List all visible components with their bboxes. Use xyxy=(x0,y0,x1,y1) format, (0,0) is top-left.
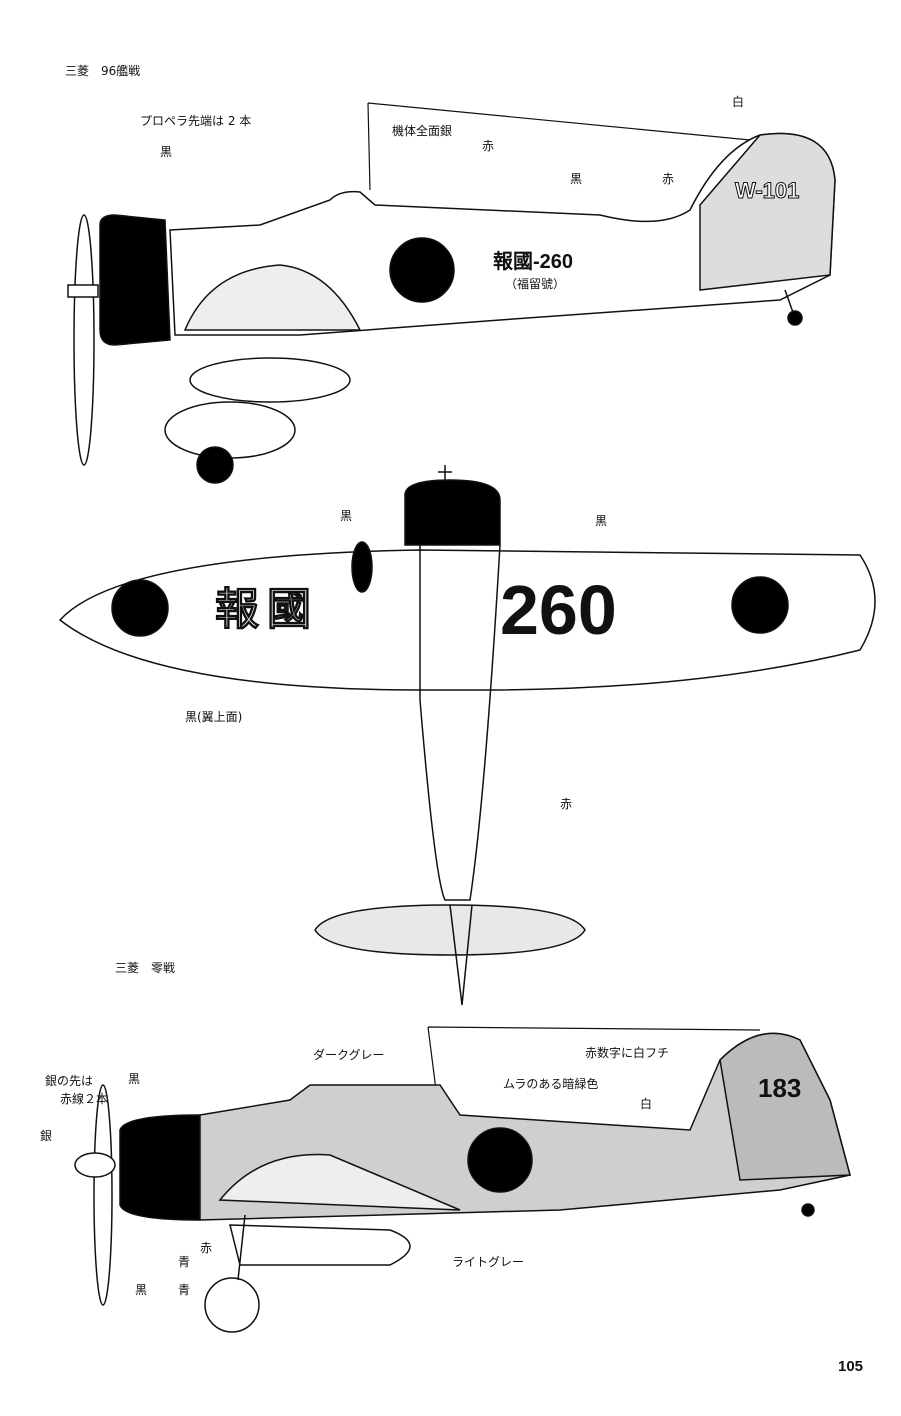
label-prop-tip: プロペラ先端は 2 本 xyxy=(140,114,252,128)
label-tail-white: 白 xyxy=(732,95,745,109)
hokoku-name: （福留號） xyxy=(505,277,566,291)
label-cowl-black: 黒 xyxy=(160,145,173,159)
page-number: 105 xyxy=(838,1358,864,1375)
a6m-side-view xyxy=(74,1026,851,1333)
label-silver-tip-2: 赤線２本 xyxy=(60,1092,109,1106)
label-white: 白 xyxy=(640,1097,653,1111)
label-band-red: 赤 xyxy=(482,139,495,153)
label-top-red: 赤 xyxy=(560,797,573,811)
label-dark-grey: ダークグレー xyxy=(313,1048,385,1062)
label-mottled-green: ムラのある暗緑色 xyxy=(503,1077,599,1091)
a5m-top-view xyxy=(58,465,876,1006)
label-blue-1: 青 xyxy=(178,1255,191,1269)
a5m-side-view xyxy=(67,102,836,484)
tail-code-w101: W-101 xyxy=(734,178,800,203)
label-red-zero: 赤 xyxy=(200,1241,213,1255)
label-top-black-left: 黒 xyxy=(340,509,353,523)
tail-code-183: 183 xyxy=(758,1073,802,1103)
a6m-title: 三菱 零戦 xyxy=(115,961,176,975)
label-overall-silver: 機体全面銀 xyxy=(392,124,453,138)
label-cowl-black-zero: 黒 xyxy=(128,1072,141,1086)
label-tail-red: 赤 xyxy=(662,172,675,186)
label-light-grey: ライトグレー xyxy=(452,1255,525,1269)
label-prop-black: 黒 xyxy=(135,1283,148,1297)
hokoku-marking: 報國-260 xyxy=(493,251,574,273)
a5m-title: 三菱 96艦戦 xyxy=(65,64,141,78)
label-wing-upper-black: 黒(翼上面) xyxy=(185,710,243,724)
label-hokoku-black: 黒 xyxy=(570,172,583,186)
label-silver-tip-1: 銀の先は xyxy=(45,1074,94,1088)
label-blue-2: 青 xyxy=(178,1283,191,1297)
label-top-black-right: 黒 xyxy=(595,514,608,528)
label-red-num-white-edge: 赤数字に白フチ xyxy=(585,1046,670,1060)
label-silver: 銀 xyxy=(40,1129,53,1143)
wing-number-260: 260 xyxy=(500,571,617,649)
wing-hokoku: 報國 xyxy=(215,585,319,634)
